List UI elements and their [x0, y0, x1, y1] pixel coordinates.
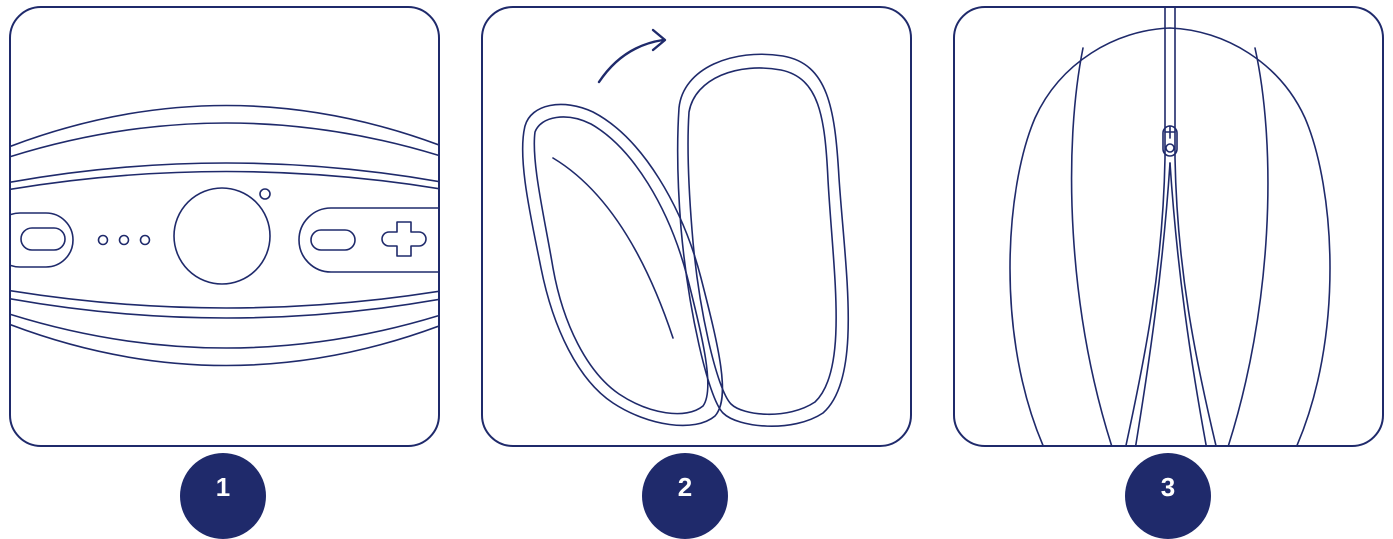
indicator-dot-2 — [120, 236, 129, 245]
left-seam — [1072, 48, 1113, 447]
zipper-pull-hole — [1166, 144, 1174, 152]
step-1-badge: 1 — [180, 453, 266, 539]
minus-icon — [311, 230, 355, 250]
center-dial — [174, 188, 270, 284]
plus-icon — [382, 222, 426, 256]
lower-body-curve-2 — [11, 323, 440, 366]
zipped-case-illustration — [955, 8, 1384, 447]
indicator-dot-3 — [141, 236, 150, 245]
step-1-number: 1 — [216, 472, 230, 503]
step-2-number: 2 — [678, 472, 692, 503]
upper-body-curve-2 — [11, 123, 440, 158]
back-shell-outline — [678, 54, 849, 426]
back-shell-inner — [688, 68, 836, 414]
minus-plus-housing — [299, 208, 440, 272]
step-2-panel — [481, 6, 912, 447]
open-arrow-curve — [599, 40, 663, 82]
device-control-panel-illustration — [11, 8, 440, 447]
case-outer-outline — [1010, 28, 1330, 447]
step-1-panel — [9, 6, 440, 447]
step-3-number: 3 — [1161, 472, 1175, 503]
top-band-curve-2 — [11, 172, 440, 191]
dial-indicator-dot — [260, 189, 270, 199]
power-button-icon — [21, 228, 65, 250]
zipper-track-right — [1175, 8, 1217, 447]
zipper-track-inner-right — [1170, 163, 1207, 447]
step-3-panel — [953, 6, 1384, 447]
step-2-badge: 2 — [642, 453, 728, 539]
indicator-dot-1 — [99, 236, 108, 245]
bottom-band-curve — [11, 290, 440, 308]
right-seam — [1227, 48, 1268, 447]
front-flap-fold-line — [553, 158, 673, 338]
open-case-illustration — [483, 8, 912, 447]
step-3-badge: 3 — [1125, 453, 1211, 539]
upper-body-curve — [11, 106, 440, 149]
front-flap-inner — [534, 117, 708, 414]
